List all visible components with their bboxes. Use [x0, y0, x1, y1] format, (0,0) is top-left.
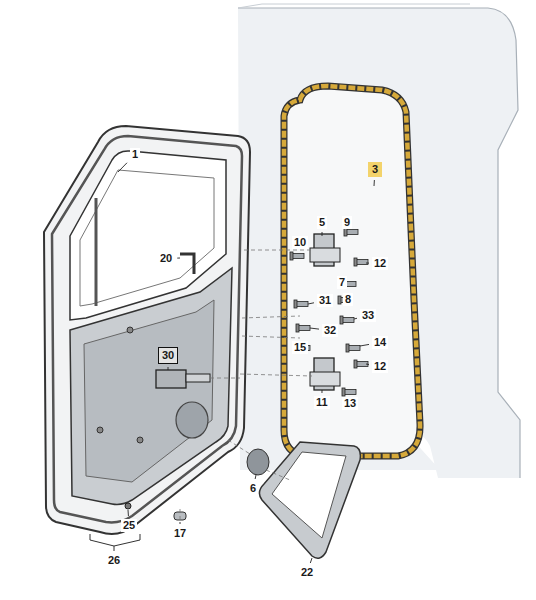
callout-number: 20 [158, 252, 174, 265]
leader-line [180, 522, 181, 524]
callout-number: 11 [314, 396, 330, 409]
door-check-arm [186, 374, 210, 382]
callout-number: 10 [292, 236, 308, 249]
screw [340, 316, 354, 324]
door-seal-strip [52, 136, 242, 522]
screw [294, 300, 308, 308]
plug [247, 449, 269, 475]
callout-number: 13 [342, 397, 358, 410]
leader-line [308, 303, 314, 304]
door-seal-outer [284, 86, 420, 456]
roof-edge [238, 4, 470, 8]
leader-line [310, 328, 319, 329]
callout-number: 1 [130, 148, 140, 161]
screw [290, 252, 304, 260]
clip [125, 503, 131, 509]
leader-line [321, 390, 322, 393]
body-panel [238, 8, 520, 478]
leader-line [360, 344, 369, 346]
leader-line [310, 558, 312, 563]
seal-frame-inner [272, 452, 346, 538]
callout-number: 26 [106, 554, 122, 567]
callout-number: 3 [368, 162, 382, 177]
callout-number: 7 [337, 276, 347, 289]
bracket-part [180, 254, 194, 274]
leader-line [168, 367, 169, 370]
seal-frame [259, 442, 360, 558]
callout-number: 6 [248, 482, 258, 495]
screw [354, 360, 368, 368]
door-check [156, 370, 186, 388]
callout-number: 17 [172, 527, 188, 540]
group-bracket [114, 546, 115, 551]
door-seal [284, 86, 420, 456]
callout-number: 33 [360, 309, 376, 322]
hinge-upper-leaf [310, 248, 340, 262]
callout-number: 5 [317, 216, 327, 229]
panel-hole [127, 327, 133, 333]
callout-number: 22 [299, 566, 315, 579]
callout-number: 14 [372, 336, 388, 349]
callout-number: 8 [343, 293, 353, 306]
window-opening [80, 170, 214, 306]
callout-number: 25 [121, 519, 137, 532]
screw [354, 258, 368, 266]
leader-line [128, 510, 129, 516]
screw [342, 388, 356, 396]
callout-number: 9 [342, 216, 352, 229]
leader-line [374, 180, 375, 186]
group-bracket [90, 534, 140, 546]
callout-number: 12 [372, 360, 388, 373]
panel-hole [137, 437, 143, 443]
speaker-opening [176, 402, 208, 438]
leader-line [366, 263, 369, 264]
window-channel [95, 198, 98, 306]
callout-number: 30 [158, 347, 178, 364]
inner-panel [70, 268, 232, 505]
body-outline [238, 8, 520, 478]
leader-line [322, 232, 323, 236]
screw [296, 324, 310, 332]
screw [344, 228, 358, 236]
alignment-lines [180, 250, 312, 520]
screw [346, 344, 360, 352]
leader-line [118, 163, 127, 172]
door-shell [44, 126, 250, 534]
leader-line [255, 475, 257, 479]
callout-number: 31 [317, 294, 333, 307]
hinge-lower-leaf [310, 372, 340, 386]
callout-number: 15 [292, 341, 308, 354]
callout-number: 32 [322, 324, 338, 337]
inner-panel-recess [84, 300, 214, 482]
callout-number: 12 [372, 257, 388, 270]
leader-line [366, 364, 369, 366]
leader-line [354, 318, 357, 320]
panel-hole [97, 427, 103, 433]
leader-line [177, 258, 180, 259]
